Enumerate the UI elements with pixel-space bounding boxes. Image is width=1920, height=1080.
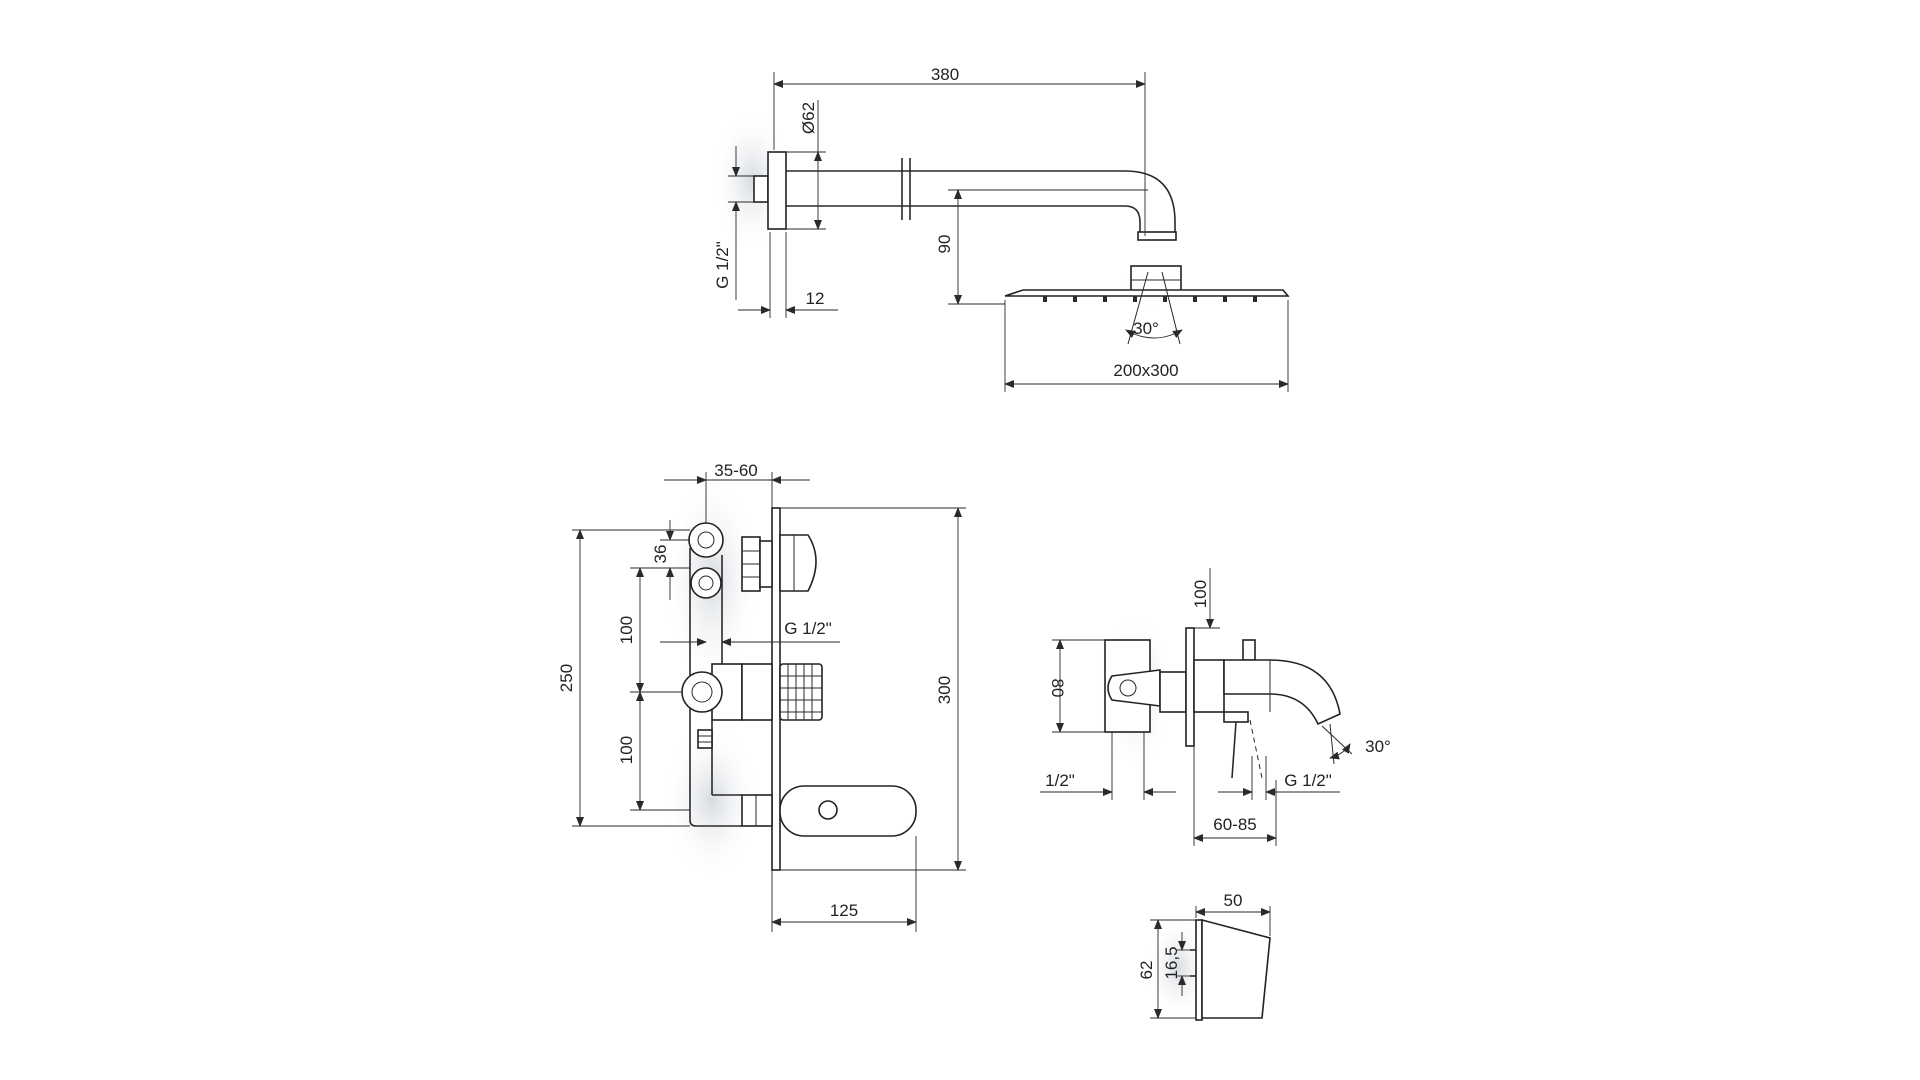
dim-spray-angle: 30°	[1133, 319, 1159, 338]
dim-spout-angle: 30°	[1365, 737, 1391, 756]
dim-plate-height: 300	[935, 676, 954, 704]
dim-spout-depth: 60-85	[1213, 815, 1256, 834]
dim-holder-width: 50	[1224, 891, 1243, 910]
dim-drop-height: 90	[935, 235, 954, 254]
mixer-view: 35-60 36 100 G 1/2" 100 250 300 125	[557, 461, 966, 932]
dim-body-height: 250	[557, 664, 576, 692]
dim-spout-top: 100	[1191, 580, 1210, 608]
dim-spout-thread: G 1/2"	[1284, 771, 1332, 790]
dim-cartridge-spacing: 36	[651, 545, 670, 564]
shower-arm-view: 380 Ø62 G 1/2" 12 90 30° 200x300	[712, 65, 1290, 392]
dim-arm-length: 380	[931, 65, 959, 84]
dim-flange-depth: 12	[806, 289, 825, 308]
dim-upper-spacing: 100	[617, 616, 636, 644]
dim-holder-hole-spacing: 16,5	[1162, 946, 1181, 979]
hand-holder-view: 50 62 16,5	[1137, 891, 1271, 1021]
bath-spout-view: 100 80 1/2" G 1/2" 60-85 30°	[1040, 568, 1391, 846]
dim-holder-height: 62	[1137, 961, 1156, 980]
dim-head-size: 200x300	[1113, 361, 1178, 380]
dim-flange-diameter: Ø62	[799, 102, 818, 134]
dim-mixer-thread: G 1/2"	[784, 619, 832, 638]
dim-spout-height: 80	[1048, 679, 1067, 698]
dim-projection: 125	[830, 901, 858, 920]
dim-mixer-depth: 35-60	[714, 461, 757, 480]
dim-spout-inlet: 1/2"	[1045, 771, 1075, 790]
dim-lower-spacing: 100	[617, 736, 636, 764]
dim-wall-thread: G 1/2"	[713, 241, 732, 289]
